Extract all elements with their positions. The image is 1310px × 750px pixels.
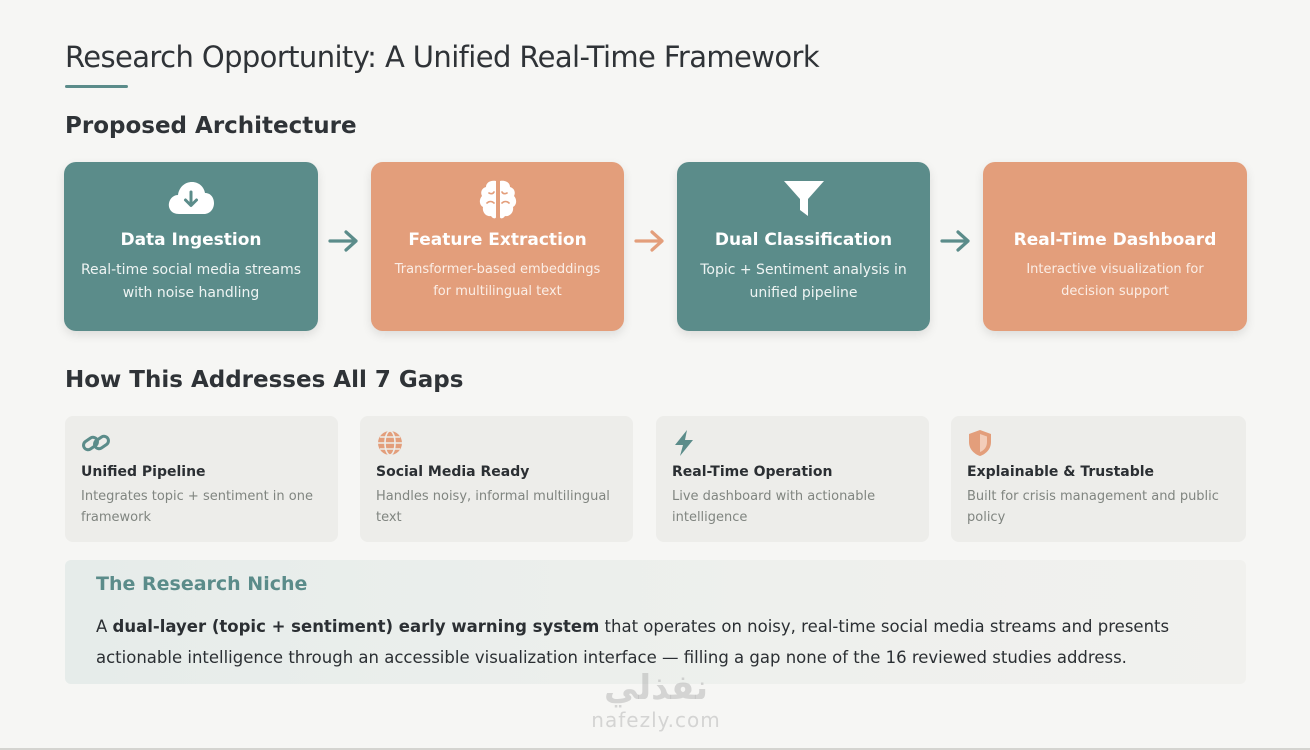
arch-card-desc: Topic + Sentiment analysis in unified pi… [700,262,907,301]
bolt-icon [672,429,702,457]
arch-card-dual-classification: Dual Classification Topic + Sentiment an… [677,162,930,331]
arch-card-title: Dual Classification [714,230,893,250]
gap-desc: Integrates topic + sentiment in one fram… [81,489,313,525]
architecture-heading: Proposed Architecture [65,113,357,139]
gap-desc: Live dashboard with actionable intellige… [672,489,876,525]
arch-card-feature-extraction: Feature Extraction Transformer-based emb… [371,162,624,331]
shield-icon [967,429,997,457]
filter-icon [779,178,829,220]
gap-title: Explainable & Trustable [967,464,1155,480]
gap-title: Social Media Ready [376,464,530,480]
page-title: Research Opportunity: A Unified Real-Tim… [65,40,820,74]
watermark: نفذلي nafezly.com [576,668,736,732]
niche-text-suffix: that operates on noisy, real-time social… [96,617,1170,667]
gap-card-explainable-trustable: Explainable & Trustable Built for crisis… [951,416,1246,542]
arrow-right-icon [632,228,668,254]
arch-card-desc: Interactive visualization for decision s… [1026,262,1204,299]
title-underline [65,85,128,88]
globe-icon [376,429,406,457]
arch-card-desc: Transformer-based embeddings for multili… [394,262,601,299]
gap-card-real-time-operation: Real-Time Operation Live dashboard with … [656,416,929,542]
niche-text-bold: dual-layer (topic + sentiment) early war… [112,617,600,636]
bottom-divider [0,748,1310,750]
arch-card-real-time-dashboard: Real-Time Dashboard Interactive visualiz… [983,162,1247,331]
watermark-site: nafezly.com [591,708,721,732]
arrow-right-icon [938,228,974,254]
gap-title: Real-Time Operation [672,464,833,480]
gap-desc: Handles noisy, informal multilingual tex… [376,489,610,525]
niche-text-prefix: A [96,617,113,636]
arrow-right-icon [326,228,362,254]
brain-icon [473,178,523,220]
gap-card-unified-pipeline: Unified Pipeline Integrates topic + sent… [65,416,338,542]
arch-card-title: Data Ingestion [120,230,262,250]
gap-title: Unified Pipeline [81,464,206,480]
arch-card-title: Feature Extraction [408,230,587,250]
cloud-download-icon [166,178,216,220]
gap-card-social-media-ready: Social Media Ready Handles noisy, inform… [360,416,633,542]
research-niche-box: The Research Niche A dual-layer (topic +… [65,560,1246,684]
arch-card-title: Real-Time Dashboard [1013,230,1217,250]
niche-text: A dual-layer (topic + sentiment) early w… [96,611,1216,673]
watermark-logo: نفذلي [603,668,709,708]
niche-title: The Research Niche [96,573,308,595]
arch-card-desc: Real-time social media streams with nois… [80,262,302,301]
link-icon [81,429,111,457]
gap-desc: Built for crisis management and public p… [967,489,1219,525]
arch-card-data-ingestion: Data Ingestion Real-time social media st… [64,162,318,331]
gaps-heading: How This Addresses All 7 Gaps [65,367,464,393]
